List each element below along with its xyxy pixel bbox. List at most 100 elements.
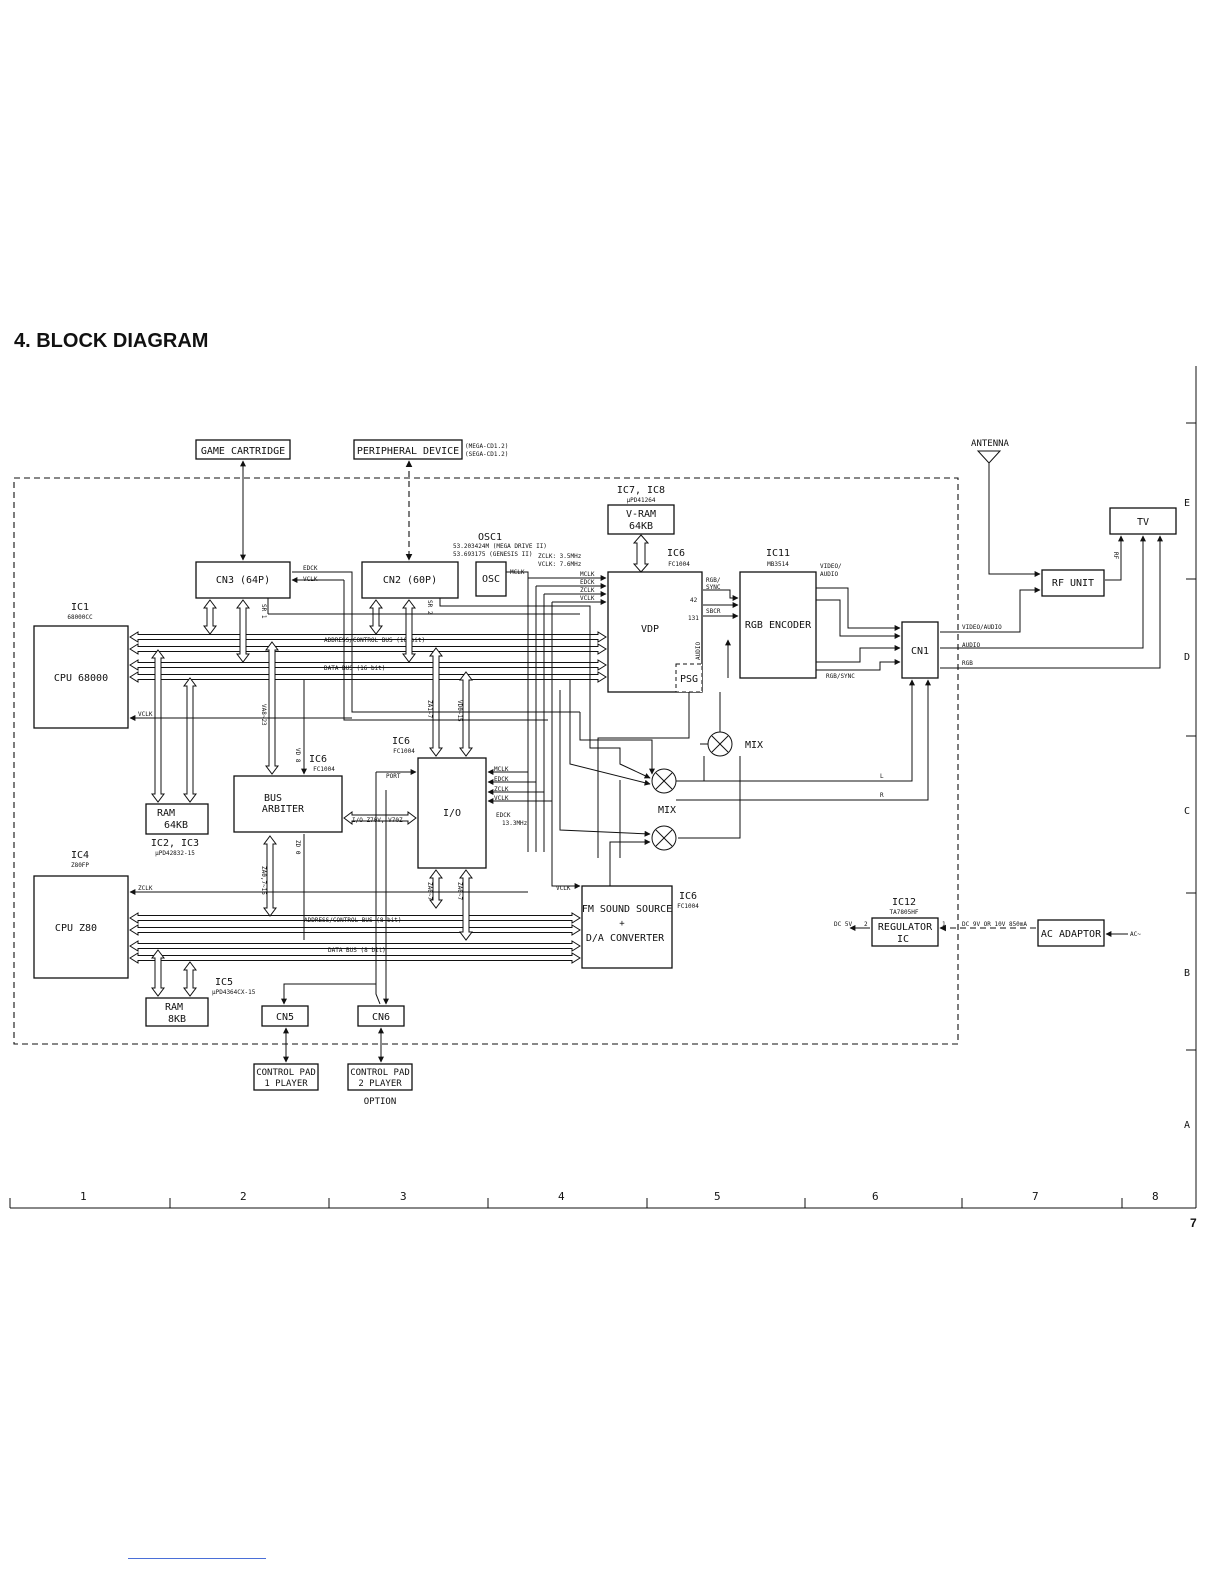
vdp-label: VDP: [641, 624, 659, 635]
io-z-label: I/O Z70V, V70Z: [352, 817, 403, 824]
col-label-6: 6: [872, 1190, 879, 1203]
za07a-label: ZA0~7: [426, 882, 433, 900]
ac-adaptor-label: AC ADAPTOR: [1041, 929, 1102, 940]
data-bus-8b: [129, 952, 581, 964]
cn2-block: [361, 561, 459, 599]
vclk-label-1: VCLK: [303, 576, 318, 583]
io-label: I/O: [443, 808, 461, 819]
mix-2-label: MIX: [658, 805, 676, 816]
ac-in-label: AC~: [1130, 931, 1141, 938]
regulator-block: [871, 917, 939, 947]
cn5-label: CN5: [276, 1012, 294, 1023]
video-audio-label-2: AUDIO: [820, 571, 838, 578]
antenna-label: ANTENNA: [971, 439, 1010, 449]
data-bus-16: [129, 659, 607, 671]
vclk-label-fm: VCLK: [556, 885, 571, 892]
zclk-label-vdp: ZCLK: [580, 587, 595, 594]
fm-sound-block: [581, 885, 673, 969]
col-label-3: 3: [400, 1190, 407, 1203]
ic4-part: Z80FP: [71, 862, 89, 869]
port-label: PORT: [386, 773, 401, 780]
addr-bus-16-label: ADDRESS/CONTROL BUS (16 bit): [324, 637, 425, 644]
page-title: 4. BLOCK DIAGRAM: [14, 330, 209, 352]
mclk-label-osc: MCLK: [510, 569, 525, 576]
game-cartridge-label: GAME CARTRIDGE: [201, 446, 285, 457]
cn6-label: CN6: [372, 1012, 390, 1023]
row-label-d: D: [1184, 652, 1190, 663]
za07b-label: ZA0~7: [456, 882, 463, 900]
zd0-label: ZD 0: [294, 840, 301, 855]
cpu68000-label: CPU 68000: [54, 673, 108, 684]
zclk-label-cpu: ZCLK: [138, 885, 153, 892]
vdp-part: FC1004: [668, 561, 690, 568]
mix-3: [651, 825, 677, 851]
l-label: L: [880, 773, 884, 780]
ram64-bus-a: [151, 649, 165, 803]
edck-label-1: EDCK: [303, 565, 318, 572]
row-label-c: C: [1184, 806, 1190, 817]
ram64-label-2: 64KB: [164, 820, 188, 831]
va-bus: [265, 641, 279, 775]
ic2-id: IC2, IC3: [151, 838, 199, 849]
col-label-2: 2: [240, 1190, 247, 1203]
ic5-part: μPD4364CX-15: [212, 989, 256, 996]
cn1-label: CN1: [911, 646, 929, 657]
rgb-sync-out-label: RGB/SYNC: [826, 673, 855, 680]
fm-ic-id: IC6: [679, 891, 697, 902]
data-bus-16-label: DATA BUS (16 bit): [324, 665, 385, 672]
option-label: OPTION: [364, 1097, 397, 1107]
addr-bus-8b: [129, 924, 581, 936]
vram-bus-arrow: [632, 534, 650, 573]
ram8-bus-b: [183, 961, 197, 997]
ic5-id: IC5: [215, 977, 233, 988]
vd015-bus: [459, 671, 473, 757]
page-number: 7: [1190, 1216, 1197, 1230]
io-block: [417, 757, 487, 869]
control-pad-2-block: [347, 1063, 413, 1091]
vram-ic-id: IC7, IC8: [617, 485, 665, 496]
ram64-block: [145, 803, 209, 835]
ic11-id: IC11: [766, 548, 790, 559]
cpu68000-block: [33, 625, 129, 729]
rf-unit-block: [1041, 569, 1105, 597]
cn2-label: CN2 (60P): [383, 575, 437, 586]
mix-1-label: MIX: [745, 740, 763, 751]
audio-label: AUDIO: [695, 642, 702, 660]
regulator-label-2: IC: [897, 934, 909, 945]
ac-adaptor-block: [1037, 919, 1105, 947]
bus-arbiter-label-1: BUS: [264, 793, 282, 804]
pin2-label: 2: [864, 921, 868, 928]
ic2-part: μPD42832-15: [155, 850, 195, 857]
col-label-5: 5: [714, 1190, 721, 1203]
data-bus-16b: [129, 671, 607, 683]
cpuz80-label: CPU Z80: [55, 923, 97, 934]
vclk-label-io: VCLK: [494, 795, 509, 802]
peripheral-device-block: [353, 439, 463, 460]
pad2-label-1: CONTROL PAD: [350, 1068, 410, 1078]
ic1-part: 68000CC: [67, 614, 93, 621]
video-audio-label: VIDEO/: [820, 563, 842, 570]
row-label-a: A: [1184, 1120, 1190, 1131]
osc-zclk: ZCLK: 3.5MHz: [538, 553, 582, 560]
io-part: FC1004: [393, 748, 415, 755]
pin1-label: 1: [942, 921, 946, 928]
io-ic-id: IC6: [392, 736, 410, 747]
osc-id: OSC1: [478, 532, 502, 543]
bus-arbiter-block: [233, 775, 343, 833]
peripheral-note-1: (MEGA-CD1.2): [465, 443, 508, 450]
cn3-block: [195, 561, 291, 599]
antenna-icon: [976, 450, 1002, 470]
vram-part: μPD41264: [627, 497, 656, 504]
addr-bus-16b: [129, 643, 607, 655]
sr1-label: SR 1: [260, 604, 267, 619]
vdp-ic-id: IC6: [667, 548, 685, 559]
row-label-b: B: [1184, 968, 1190, 979]
addr-bus-8-label: ADDRESS/CONTROL BUS (8 bit): [304, 917, 402, 924]
col-label-7: 7: [1032, 1190, 1039, 1203]
rgb-sync-label-2: SYNC: [706, 584, 721, 591]
osc-label: OSC: [482, 574, 500, 585]
za17-label: ZA1~7: [426, 700, 433, 718]
pad2-label-2: 2 PLAYER: [358, 1079, 402, 1089]
mclk-label-io: MCLK: [494, 766, 509, 773]
za07a-bus: [429, 869, 443, 909]
